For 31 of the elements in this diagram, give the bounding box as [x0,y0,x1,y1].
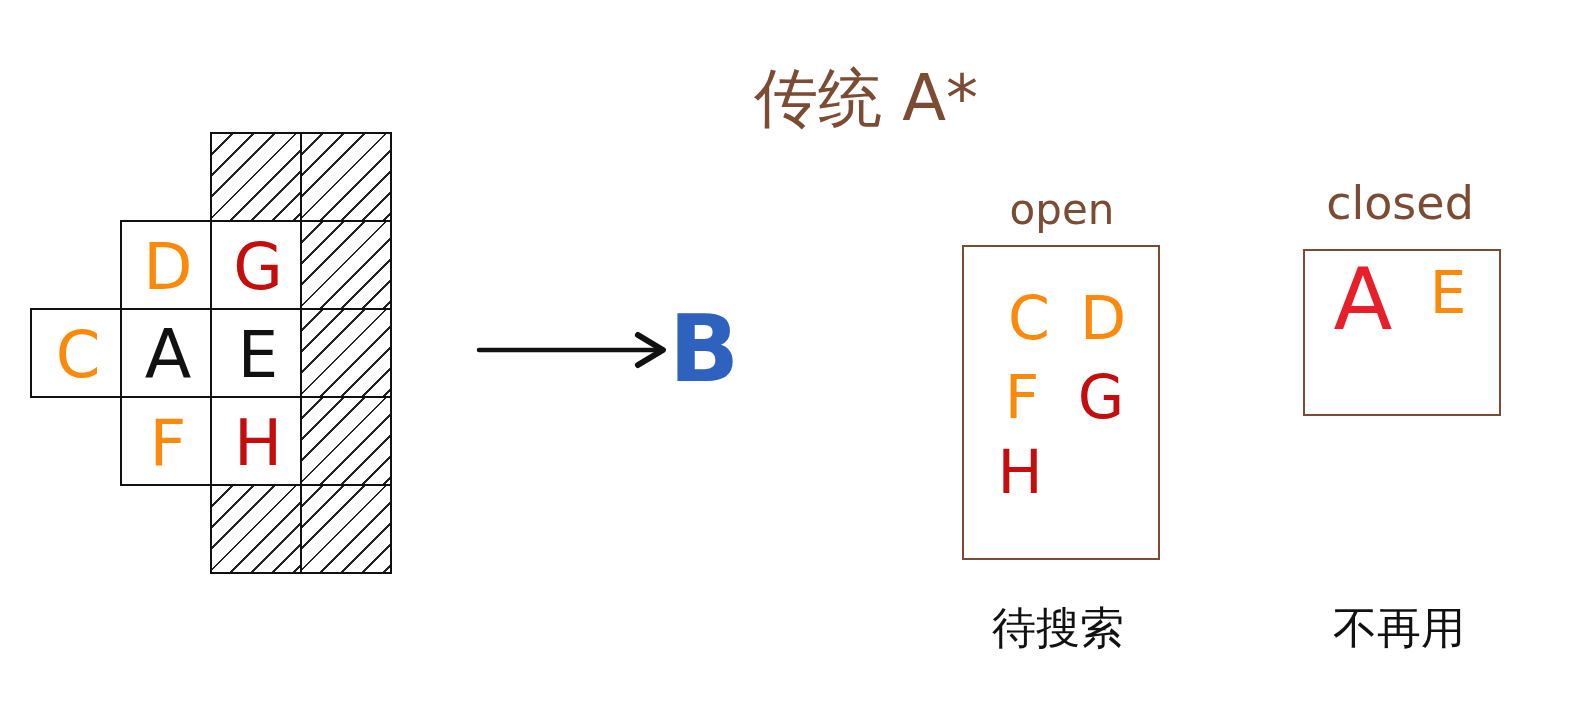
letter-label: H [233,411,283,475]
letter-label: D [143,235,193,299]
description-text: 不再用 [1333,606,1465,650]
letter-label: D [1079,288,1127,348]
letter-label: B [668,304,740,396]
obstacle-cell [300,132,392,222]
obstacle-cell [300,308,392,398]
obstacle-cell [210,484,302,574]
letter-label: E [1429,264,1467,322]
obstacle-cell [210,132,302,222]
list-heading: closed [1326,180,1474,226]
letter-label: G [233,235,283,299]
letter-label: F [1004,367,1040,427]
grid-cell [120,396,212,486]
letter-label: G [1077,367,1125,427]
grid-cell [120,220,212,310]
title: 传统 A* [753,66,979,130]
letter-label: C [1008,288,1050,348]
letter-label: C [55,323,101,387]
arrow [476,332,666,368]
obstacle-cell [300,484,392,574]
description-text: 待搜索 [992,606,1124,650]
obstacle-cell [300,396,392,486]
list-heading: open [1009,189,1115,231]
letter-label: A [144,321,192,389]
letter-label: H [997,442,1043,502]
letter-label: F [149,411,187,475]
grid-cell [30,308,122,398]
letter-label: E [237,323,279,387]
letter-label: A [1333,256,1393,342]
obstacle-cell [300,220,392,310]
